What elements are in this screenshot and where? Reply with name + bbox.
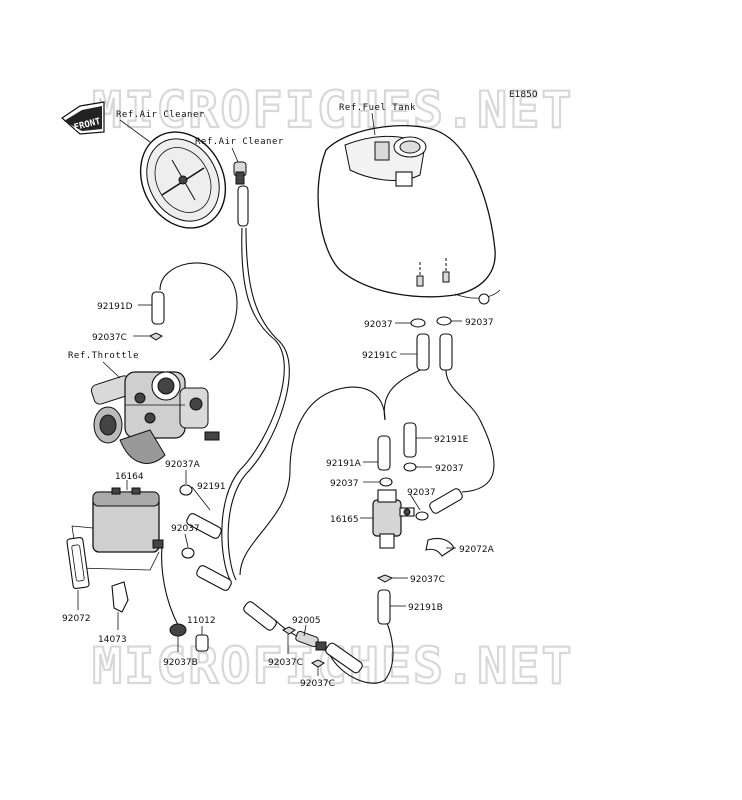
label-92037-left: 92037 bbox=[364, 320, 393, 330]
hose-air-cleaner-vent bbox=[237, 185, 249, 227]
label-92037-b: 92037 bbox=[330, 479, 359, 489]
air-cleaner-part bbox=[139, 131, 227, 229]
hose-92191E-lower bbox=[429, 488, 463, 514]
label-92037-d: 92037 bbox=[171, 524, 200, 534]
hose-routing bbox=[159, 227, 495, 684]
cap-11012 bbox=[195, 634, 209, 652]
label-11012: 11012 bbox=[187, 616, 216, 626]
label-92037-a: 92037 bbox=[435, 464, 464, 474]
leader-lines bbox=[77, 304, 462, 676]
label-92005: 92005 bbox=[292, 616, 321, 626]
clamp-92037A bbox=[179, 484, 193, 496]
clamp-92037C-mid bbox=[376, 574, 394, 583]
label-92191: 92191 bbox=[197, 482, 226, 492]
clamp-92037-b bbox=[379, 477, 393, 487]
throttle-body-part bbox=[90, 371, 220, 464]
air-cleaner-fitting bbox=[233, 161, 247, 185]
label-92037-right: 92037 bbox=[465, 318, 494, 328]
hose-92191C-right bbox=[439, 333, 453, 371]
bracket-92072A bbox=[425, 537, 455, 557]
clamp-92037-c bbox=[415, 511, 429, 521]
label-92191A: 92191A bbox=[326, 459, 362, 469]
clamp-92037-right bbox=[436, 316, 452, 326]
label-92037C-top: 92037C bbox=[92, 333, 127, 343]
front-arrow-icon: FRONT bbox=[61, 101, 105, 135]
clamp-92037C-top bbox=[149, 332, 163, 341]
hose-92191 bbox=[186, 513, 222, 539]
label-92037C-b2: 92037C bbox=[300, 679, 335, 689]
label-92037-c: 92037 bbox=[407, 488, 436, 498]
clamp-92037-left bbox=[410, 318, 426, 328]
ref-air-cleaner-label-1: Ref.Air Cleaner bbox=[116, 110, 205, 120]
clamps bbox=[149, 316, 452, 668]
label-14073: 14073 bbox=[98, 635, 127, 645]
label-92191C: 92191C bbox=[362, 351, 397, 361]
ref-air-cleaner-label-2: Ref.Air Cleaner bbox=[195, 137, 284, 147]
clamp-92037B bbox=[169, 623, 187, 637]
ref-fuel-tank-label: Ref.Fuel Tank bbox=[339, 103, 416, 113]
watermark-top: MICROFICHES.NET bbox=[92, 81, 574, 139]
label-16164: 16164 bbox=[115, 472, 144, 482]
fuel-filter-part bbox=[372, 489, 415, 549]
label-16165: 16165 bbox=[330, 515, 359, 525]
clamp-92037-d bbox=[181, 547, 195, 559]
label-92037A: 92037A bbox=[165, 460, 201, 470]
canister-part bbox=[92, 487, 164, 553]
clamp-92037-a bbox=[403, 462, 417, 472]
hose-92191B bbox=[377, 589, 391, 625]
label-92037C-b1: 92037C bbox=[268, 658, 303, 668]
bracket-14073 bbox=[111, 581, 129, 613]
hose-92191-lower bbox=[196, 565, 232, 591]
label-92191B: 92191B bbox=[408, 603, 443, 613]
ref-throttle-label: Ref.Throttle bbox=[68, 351, 139, 361]
fitting-92005 bbox=[295, 630, 327, 651]
hose-segments bbox=[151, 185, 463, 674]
label-92191E: 92191E bbox=[434, 435, 469, 445]
hose-92191C-left bbox=[416, 333, 430, 371]
clamp-92037C-b2 bbox=[311, 659, 325, 668]
part-labels: 92191D 92037C 92037 92037 92191C 92191E … bbox=[62, 302, 495, 689]
label-92072: 92072 bbox=[62, 614, 91, 624]
label-92191D: 92191D bbox=[97, 302, 133, 312]
hose-92191A bbox=[377, 435, 391, 471]
fuel-tank-part bbox=[317, 125, 501, 305]
label-92037C-mid: 92037C bbox=[410, 575, 445, 585]
hose-canister-lower bbox=[243, 601, 277, 631]
label-92072A: 92072A bbox=[459, 545, 495, 555]
hose-92191D bbox=[151, 291, 165, 325]
label-92037B: 92037B bbox=[163, 658, 198, 668]
hose-92191E bbox=[403, 422, 417, 458]
clamp-92037C-b1 bbox=[282, 626, 296, 635]
hose-bottom-right bbox=[325, 642, 363, 674]
diagram-code: E1850 bbox=[509, 90, 538, 100]
